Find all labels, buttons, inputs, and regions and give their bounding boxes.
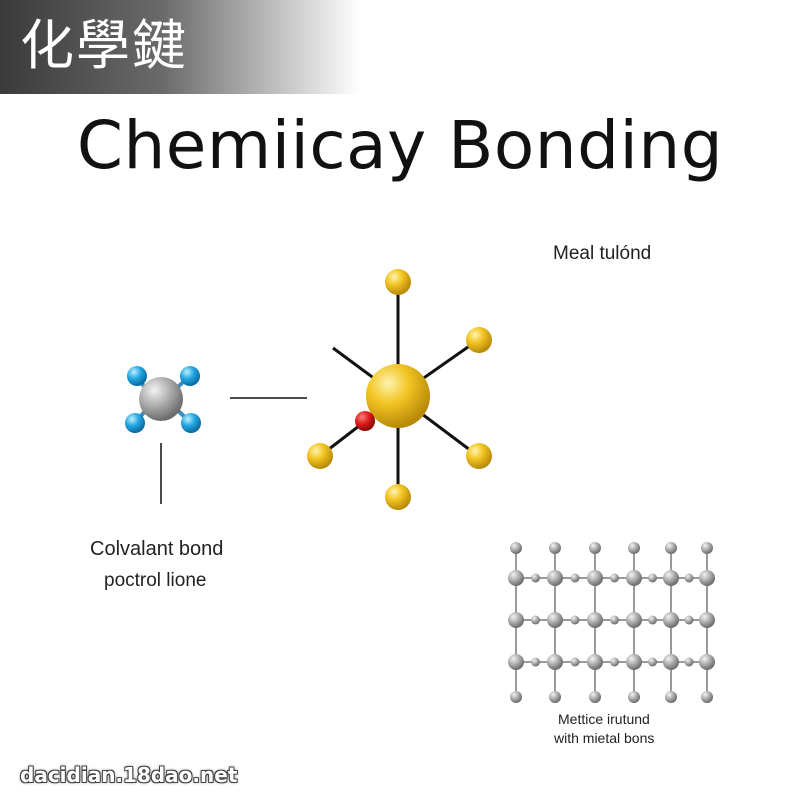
header-banner: 化學鍵 bbox=[0, 0, 360, 94]
lattice-atom bbox=[628, 691, 640, 703]
lattice-atom bbox=[648, 573, 657, 583]
lattice-atom bbox=[699, 654, 715, 670]
metal-center-molecule bbox=[307, 269, 492, 510]
lattice-sublabel: with mietal bons bbox=[554, 730, 655, 746]
lattice-atom bbox=[510, 542, 522, 554]
lattice-atom bbox=[549, 542, 561, 554]
lattice-atom bbox=[589, 691, 601, 703]
lattice-atom bbox=[663, 612, 679, 628]
red-atom bbox=[355, 411, 375, 431]
gold-atom bbox=[307, 443, 333, 469]
lattice-atom bbox=[610, 615, 619, 625]
lattice-atom bbox=[531, 573, 540, 583]
lattice-atom bbox=[570, 657, 580, 667]
gold-atom bbox=[466, 327, 492, 353]
lattice-atom bbox=[628, 542, 640, 554]
lattice-atom bbox=[699, 570, 715, 586]
lattice-atom bbox=[610, 657, 619, 667]
lattice-atom bbox=[648, 615, 657, 625]
lattice-atom bbox=[547, 612, 563, 628]
metal-lattice bbox=[508, 542, 715, 703]
lattice-atom bbox=[684, 615, 694, 625]
lattice-atom bbox=[626, 612, 642, 628]
gold-atom bbox=[385, 269, 411, 295]
lattice-atom bbox=[510, 691, 522, 703]
lattice-atom bbox=[665, 691, 677, 703]
bonded-atom bbox=[180, 366, 200, 386]
bonded-atom bbox=[127, 366, 147, 386]
lattice-atom bbox=[610, 573, 619, 583]
lattice-atom bbox=[587, 654, 603, 670]
lattice-atom bbox=[587, 612, 603, 628]
lattice-atom bbox=[547, 654, 563, 670]
lattice-label: Mettice irutund bbox=[558, 711, 650, 727]
site-watermark: dacidian.18dao.net bbox=[20, 763, 238, 787]
lattice-atom bbox=[626, 654, 642, 670]
covalent-bond-sublabel: poctrol lione bbox=[104, 570, 207, 591]
lattice-atom bbox=[589, 542, 601, 554]
gold-atom bbox=[466, 443, 492, 469]
lattice-atom bbox=[684, 573, 694, 583]
lattice-atom bbox=[663, 570, 679, 586]
gold-atom bbox=[385, 484, 411, 510]
metal-atom bbox=[366, 364, 430, 428]
lattice-atom bbox=[549, 691, 561, 703]
lattice-atom bbox=[547, 570, 563, 586]
lattice-atom bbox=[508, 654, 524, 670]
lattice-atom bbox=[626, 570, 642, 586]
lattice-atom bbox=[701, 542, 713, 554]
central-atom bbox=[139, 377, 183, 421]
lattice-atom bbox=[570, 573, 580, 583]
lattice-atom bbox=[701, 691, 713, 703]
covalent-bond-label: Colvalant bond bbox=[90, 538, 224, 560]
lattice-atom bbox=[663, 654, 679, 670]
metal-bond-label: Meal tulónd bbox=[553, 243, 652, 264]
lattice-atom bbox=[531, 657, 540, 667]
lattice-atom bbox=[684, 657, 694, 667]
lattice-atom bbox=[508, 612, 524, 628]
lattice-atom bbox=[531, 615, 540, 625]
covalent-molecule bbox=[125, 366, 201, 504]
lattice-atom bbox=[570, 615, 580, 625]
lattice-atom bbox=[508, 570, 524, 586]
banner-title: 化學鍵 bbox=[20, 14, 188, 77]
bonded-atom bbox=[125, 413, 145, 433]
lattice-atom bbox=[648, 657, 657, 667]
lattice-atom bbox=[665, 542, 677, 554]
page-title: Chemiicay Bonding bbox=[76, 107, 724, 184]
lattice-atom bbox=[587, 570, 603, 586]
lattice-atom bbox=[699, 612, 715, 628]
bonded-atom bbox=[181, 413, 201, 433]
